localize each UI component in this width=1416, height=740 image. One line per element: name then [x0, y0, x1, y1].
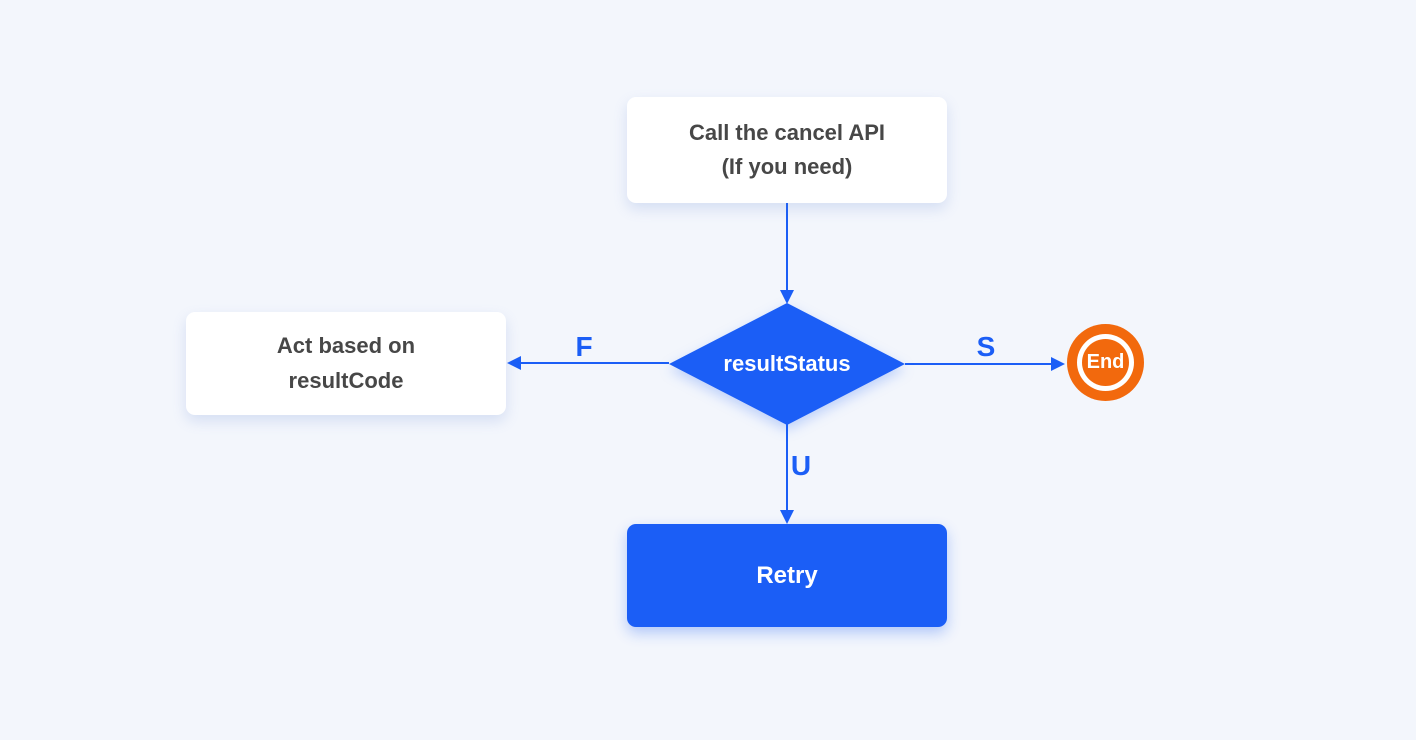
node-decision-wrapper: resultStatus: [669, 303, 905, 425]
node-act-based-on-result-code: Act based on resultCode: [186, 312, 506, 415]
edge-call-api-to-decision: [780, 203, 794, 304]
arrowhead-down-icon: [780, 510, 794, 524]
node-decision-result-status: resultStatus: [669, 303, 905, 425]
edge-label-fail: F: [575, 331, 593, 362]
node-call-cancel-api: Call the cancel API (If you need): [627, 97, 947, 203]
edge-label-success: S: [976, 331, 996, 362]
arrowhead-right-icon: [1051, 357, 1065, 371]
node-end-terminator: End: [1082, 339, 1129, 386]
arrowhead-left-icon: [507, 356, 521, 370]
node-retry: Retry: [627, 524, 947, 627]
edge-label-unknown: U: [790, 450, 812, 481]
arrowhead-down-icon: [780, 290, 794, 304]
